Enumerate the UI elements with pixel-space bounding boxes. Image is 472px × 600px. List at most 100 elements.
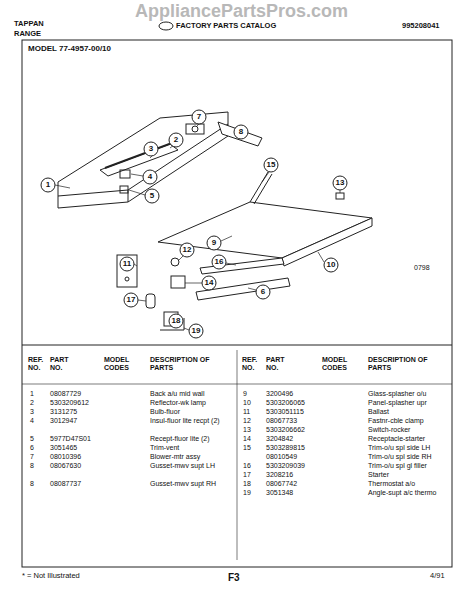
ref-number: 13: [243, 426, 251, 434]
frame: [22, 40, 452, 567]
callout-number: 11: [120, 257, 134, 271]
part-description: Receptacle-starter: [368, 435, 448, 443]
callout-number: 12: [180, 243, 194, 257]
part-description: Insul-fluor lite recpt (2): [150, 417, 232, 425]
part-number: 5303206662: [266, 426, 305, 434]
part-number: 5303206065: [266, 399, 305, 407]
column-header: PART NO.: [266, 356, 296, 372]
part-number: 3200496: [266, 390, 293, 398]
ref-number: 6: [30, 444, 34, 452]
ref-number: 11: [243, 408, 250, 416]
part-description: Trim-o/u spl side RH: [368, 453, 448, 461]
callout-number: 19: [189, 324, 203, 338]
part-number: 5303051115: [266, 408, 304, 416]
part-number: 08087737: [50, 480, 81, 488]
part-number: 5303209039: [266, 462, 305, 470]
part-number: 3208216: [266, 471, 293, 479]
column-header: REF. NO.: [242, 356, 264, 372]
part-description: Recept-fluor lite (2): [150, 435, 232, 443]
part-description: Thermostat a/o: [368, 480, 448, 488]
leader-lines: [55, 124, 340, 330]
callout-number: 1: [41, 178, 55, 192]
callout-number: 7: [192, 110, 206, 124]
divider: [22, 345, 452, 346]
insulator: [120, 170, 130, 178]
callout-number: 17: [124, 293, 138, 307]
part-description: Panel-splasher upr: [368, 399, 448, 407]
cable-clamp: [171, 258, 179, 266]
callout-number: 13: [333, 176, 347, 190]
part-description: Back a/u mid wall: [150, 390, 232, 398]
side-trim: [250, 172, 268, 202]
ref-number: 9: [243, 390, 247, 398]
part-description: Glass-splasher o/u: [368, 390, 448, 398]
starter-receptacle: [171, 276, 185, 288]
model-number: MODEL 77-4957-00/10: [28, 45, 111, 54]
part-description: Reflector-wk lamp: [150, 399, 232, 407]
column-header: MODEL CODES: [104, 356, 140, 372]
callout-number: 18: [169, 314, 183, 328]
part-number: 3131275: [50, 408, 77, 416]
date-code: 4/91: [430, 572, 445, 580]
part-number: 3204842: [266, 435, 293, 443]
part-description: Trim-o/u spl side LH: [368, 444, 448, 452]
ref-number: 3: [30, 408, 34, 416]
footnote: * = Not Illustrated: [22, 572, 80, 580]
part-description: Fastnr-cble clamp: [368, 417, 448, 425]
ref-number: 18: [243, 480, 251, 488]
ref-number: 17: [243, 471, 251, 479]
glass-splasher: [158, 202, 372, 258]
callout-number: 5: [145, 189, 159, 203]
part-description: Bulb-fluor: [150, 408, 232, 416]
part-number: 08067742: [266, 480, 297, 488]
page-number: F3: [228, 572, 240, 583]
column-header: REF. NO.: [28, 356, 50, 372]
back-wall-panel: [58, 112, 228, 196]
watermark: AppliancePartsPros.com: [135, 2, 348, 22]
brand: TAPPAN: [14, 20, 44, 28]
catalog-number: 995208041: [402, 22, 440, 30]
callout-number: 14: [202, 276, 216, 290]
column-header: DESCRIPTION OF PARTS: [368, 356, 443, 372]
part-description: Ballast: [368, 408, 448, 416]
callout-number: 15: [264, 158, 278, 172]
reflector: [100, 144, 178, 176]
ref-number: 5: [30, 435, 34, 443]
column-header: MODEL CODES: [322, 356, 358, 372]
callout-number: 10: [324, 258, 338, 272]
part-description: Gusset-mwv supt RH: [150, 480, 232, 488]
ref-number: 8: [30, 480, 34, 488]
ref-number: 15: [243, 444, 251, 452]
panel-edge: [58, 202, 128, 208]
ref-number: 2: [30, 399, 34, 407]
ref-number: 19: [243, 489, 251, 497]
callout-number: 4: [143, 170, 157, 184]
column-header: PART NO.: [50, 356, 80, 372]
part-number: 08067630: [50, 462, 81, 470]
receptacle: [120, 186, 128, 193]
ref-number: 12: [243, 417, 251, 425]
callout-number: 2: [169, 133, 183, 147]
part-number: 5977D47S01: [50, 435, 91, 443]
ballast-hole: [125, 277, 129, 281]
ref-number: 16: [243, 462, 251, 470]
part-number: 5303289815: [266, 444, 305, 452]
callout-number: 9: [207, 236, 221, 250]
side-trim: [254, 174, 272, 204]
gusset: [218, 122, 262, 146]
ref-number: 4: [30, 417, 34, 425]
part-number: 3051348: [266, 489, 293, 497]
part-description: Trim-vent: [150, 444, 232, 452]
part-number: 08067733: [266, 417, 297, 425]
ref-number: 10: [243, 399, 251, 407]
part-description: Starter: [368, 471, 448, 479]
blower-fan: [192, 126, 198, 132]
callout-number: 8: [234, 125, 248, 139]
blower: [186, 124, 204, 134]
ballast: [117, 255, 137, 287]
callout-number: 16: [212, 255, 226, 269]
part-number: 08010396: [50, 453, 81, 461]
part-description: Angle-supt a/c thermo: [368, 489, 448, 497]
part-description: Blower-mtr assy: [150, 453, 232, 461]
